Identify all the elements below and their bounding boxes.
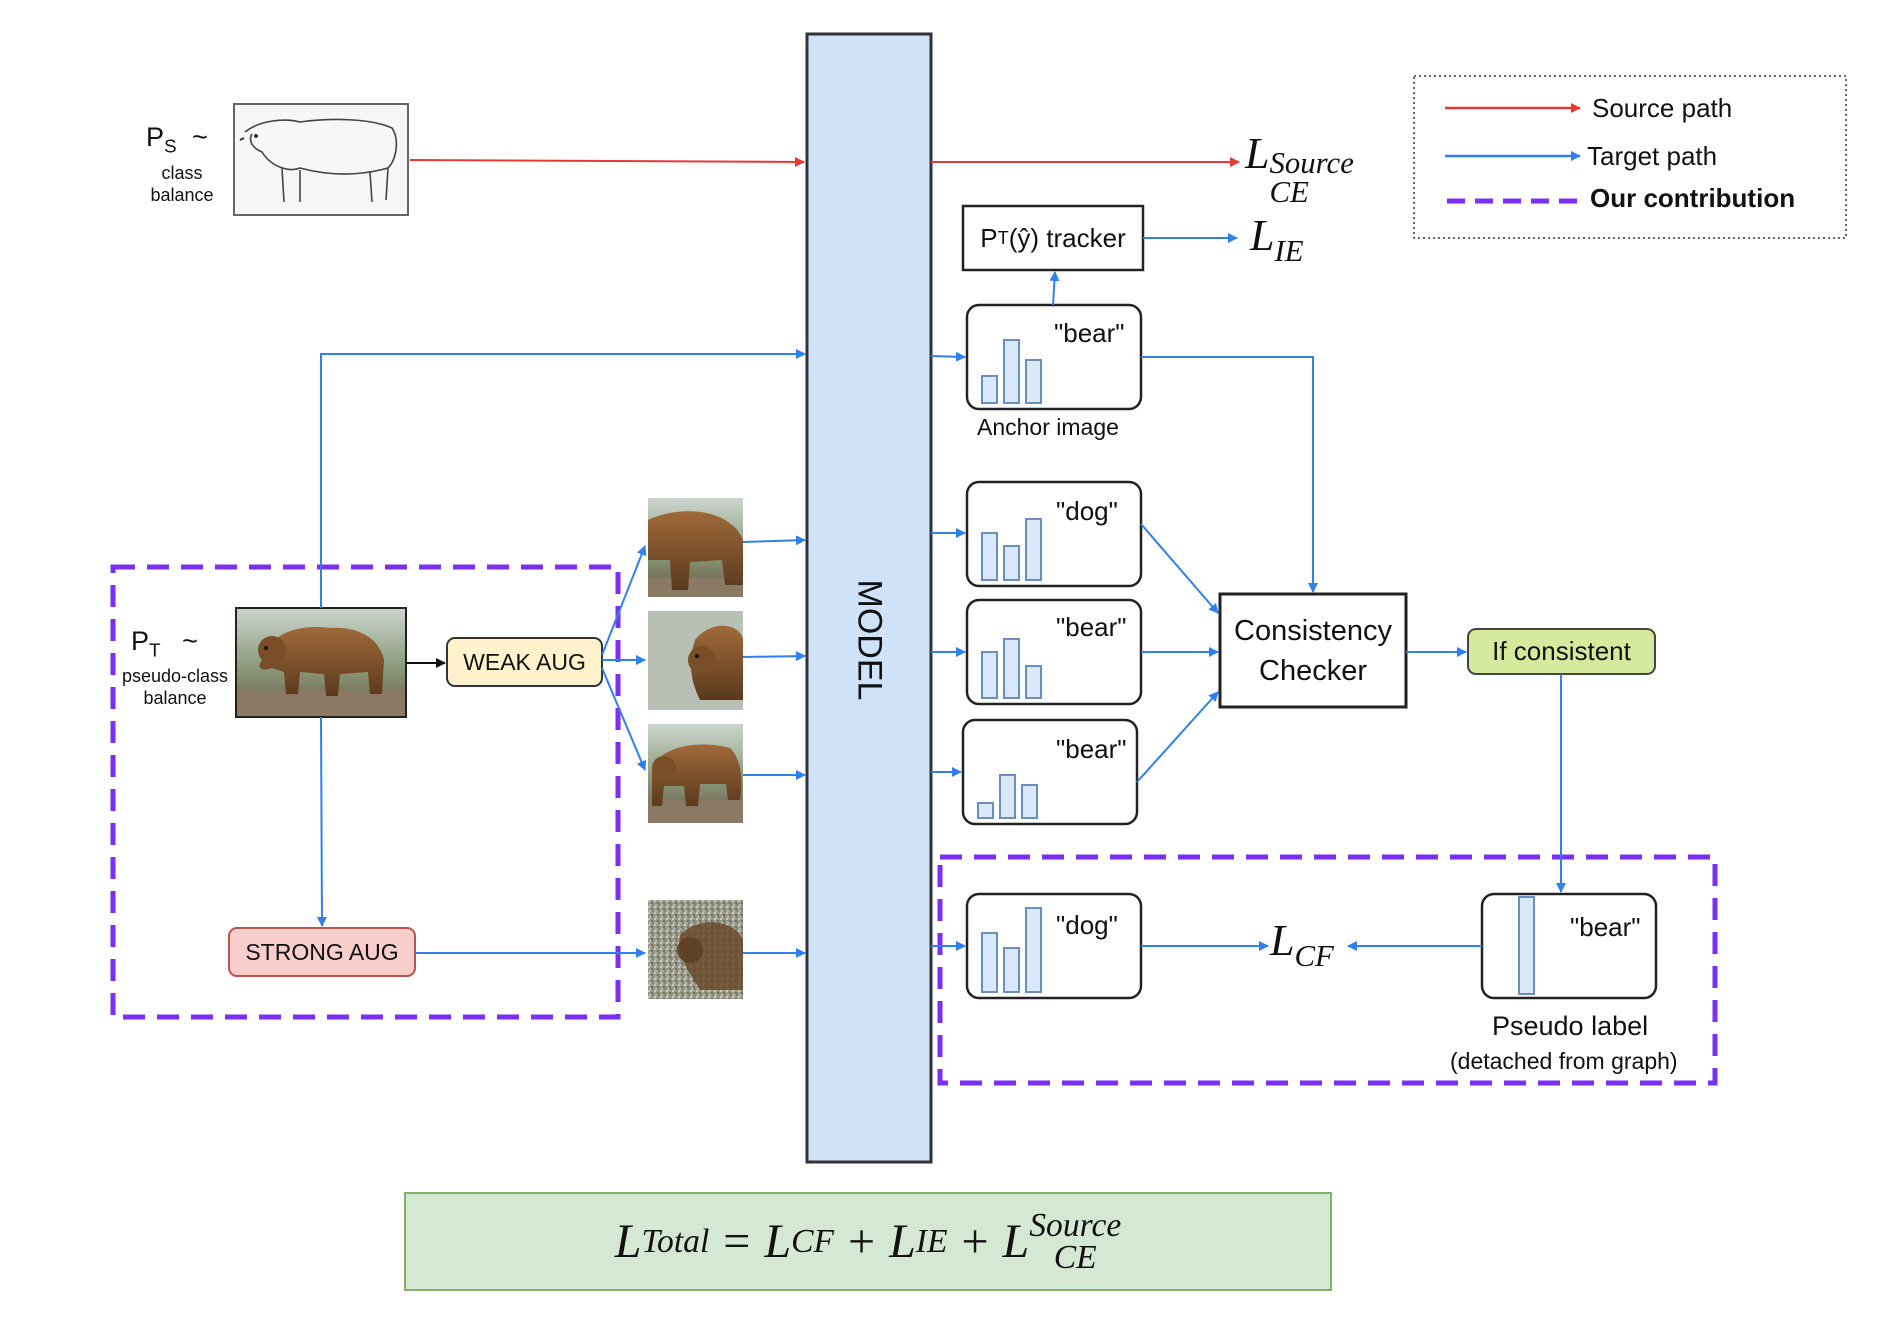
strong-pred-label: "dog" xyxy=(1056,910,1118,940)
strong-aug-bear-photo-icon xyxy=(648,900,743,999)
source-dist-symbol: P xyxy=(146,122,165,152)
anchor-pred-label: "bear" xyxy=(1054,318,1125,348)
tracker-sub: T xyxy=(997,227,1009,248)
weak1-bar-2 xyxy=(1003,545,1020,581)
loss-ce-sup: Source xyxy=(1269,145,1354,180)
brown-bear-photo-icon xyxy=(235,607,407,718)
if-consistent-label: If consistent xyxy=(1492,636,1631,666)
weak-aug-bear-photo-icon-3 xyxy=(648,724,743,823)
source-dist-sub: S xyxy=(164,136,177,158)
total-plus2: + xyxy=(961,1215,989,1268)
pseudo-bar xyxy=(1518,896,1535,995)
target-to-model-anchor-arrow xyxy=(320,349,806,608)
weak3-bar-2 xyxy=(999,774,1016,819)
source-to-model-arrow xyxy=(409,156,805,167)
anchor-to-tracker-arrow xyxy=(1049,271,1060,306)
consistency-checker-label: Consistency Checker xyxy=(1234,614,1392,687)
loss-ie-main: L xyxy=(1250,211,1275,260)
legend-box xyxy=(1413,75,1847,239)
anchor-caption: Anchor image xyxy=(977,414,1119,440)
weak-aug-to-img1-arrow xyxy=(601,545,647,656)
weak-aug-box xyxy=(446,637,603,687)
total-t2-sub: IE xyxy=(915,1222,948,1260)
legend-source-label: Source path xyxy=(1592,93,1733,123)
total-t1-sub: CF xyxy=(791,1222,834,1260)
weak1-bar-3 xyxy=(1025,518,1042,581)
weak2-pred-label: "bear" xyxy=(1056,612,1127,642)
weak3-pred-label: "bear" xyxy=(1056,734,1127,764)
pseudo-label-box xyxy=(1480,892,1658,1000)
legend-target-label: Target path xyxy=(1587,141,1718,171)
weak1-to-checker-arrow xyxy=(1140,523,1219,614)
weak3-to-checker-arrow xyxy=(1136,691,1219,783)
loss-cf-main: L xyxy=(1270,916,1295,965)
tracker-rest: (ŷ) tracker xyxy=(1008,222,1126,253)
anchor-bar-1 xyxy=(981,375,998,404)
loss-cf-sub: CF xyxy=(1294,938,1334,973)
weak-aug-bear-photo-icon-1 xyxy=(648,498,743,597)
total-lhs-sub: Total xyxy=(641,1222,710,1260)
loss-ce-sub: CE xyxy=(1269,174,1309,209)
tracker-box xyxy=(961,204,1145,272)
total-t3-sup: Source xyxy=(1029,1206,1122,1244)
anchor-bar-3 xyxy=(1025,359,1042,404)
target-to-strong-aug-arrow xyxy=(316,716,327,927)
pseudo-label-note: (detached from graph) xyxy=(1450,1048,1678,1074)
loss-cf-label: LCF xyxy=(1270,915,1334,974)
anchor-bar-2 xyxy=(1003,339,1020,404)
model-label-rotated: MODEL xyxy=(850,579,889,701)
polar-bear-sketch-icon xyxy=(233,103,409,216)
total-loss-box xyxy=(404,1192,1332,1291)
total-plus1: + xyxy=(847,1215,876,1268)
contribution-region-augmentation xyxy=(110,564,621,1020)
target-dist-symbol: P xyxy=(131,626,150,656)
strong-bar-1 xyxy=(981,932,998,993)
loss-ie-sub: IE xyxy=(1274,233,1304,268)
tracker-prefix: P xyxy=(980,222,998,253)
weak1-bar-1 xyxy=(981,532,998,581)
target-dist-tilde: ~ xyxy=(182,626,198,656)
legend-contribution-label: Our contribution xyxy=(1590,183,1796,213)
total-lhs: L xyxy=(614,1215,642,1268)
weak3-bar-1 xyxy=(977,802,994,819)
img1-to-model-arrow xyxy=(742,535,806,546)
strong-aug-label: STRONG AUG xyxy=(245,938,399,965)
target-dist-sub: T xyxy=(149,640,161,662)
total-t3: L xyxy=(1002,1215,1030,1268)
pseudo-pred-label: "bear" xyxy=(1570,912,1641,942)
source-dist-caption: class balance xyxy=(150,163,214,205)
consistency-checker-box xyxy=(1218,592,1408,709)
weak-aug-to-img3-arrow xyxy=(601,667,647,771)
loss-ce-main: L xyxy=(1245,129,1270,178)
weak1-pred-label: "dog" xyxy=(1056,496,1118,526)
total-t3-sub: CE xyxy=(1053,1238,1097,1276)
weak3-bar-3 xyxy=(1021,784,1038,819)
strong-bar-2 xyxy=(1003,947,1020,993)
total-t2: L xyxy=(889,1215,916,1268)
target-dist-caption: pseudo-class balance xyxy=(121,666,229,708)
weak2-bar-2 xyxy=(1003,638,1020,699)
weak2-bar-3 xyxy=(1025,665,1042,699)
anchor-to-checker-arrow xyxy=(1141,356,1318,593)
model-to-anchor-arrow xyxy=(930,351,966,362)
target-dist-label: PT ~ xyxy=(131,626,198,663)
contribution-region-cf-loss xyxy=(937,854,1718,1086)
strong-bar-3 xyxy=(1025,907,1042,993)
total-eq: = xyxy=(723,1215,751,1268)
source-dist-tilde: ~ xyxy=(192,122,208,152)
weak2-bar-1 xyxy=(981,651,998,699)
source-dist-label: PS ~ xyxy=(146,122,208,159)
pseudo-label-title: Pseudo label xyxy=(1492,1011,1649,1041)
weak-aug-label: WEAK AUG xyxy=(463,648,586,675)
total-t1: L xyxy=(764,1215,792,1268)
loss-ie-label: LIE xyxy=(1250,210,1304,269)
weak-aug-bear-photo-icon-2 xyxy=(648,611,743,710)
img2-to-model-arrow xyxy=(742,651,806,662)
model-block xyxy=(805,32,933,1164)
